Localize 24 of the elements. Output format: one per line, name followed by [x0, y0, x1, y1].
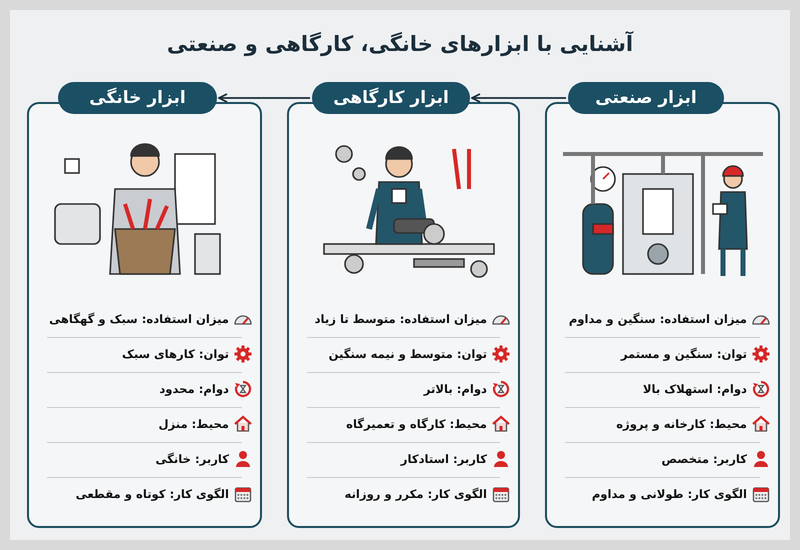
feature-text: کاربر: خانگی	[155, 452, 229, 466]
feature-text: محیط: منزل	[158, 417, 229, 431]
feature-text: توان: متوسط و نیمه سنگین	[328, 347, 487, 361]
feature-text: دوام: استهلاک بالا	[642, 382, 747, 396]
arrow	[218, 93, 310, 103]
feature-text: میزان استفاده: سنگین و مداوم	[568, 312, 747, 326]
feature-text: میزان استفاده: متوسط تا زیاد	[314, 312, 487, 326]
feature-text: الگوی کار: کوتاه و مقطعی	[76, 487, 229, 501]
arrow	[471, 93, 566, 103]
feature-text: دوام: محدود	[159, 382, 229, 396]
feature-text: توان: سنگین و مستمر	[620, 347, 747, 361]
feature-text: دوام: بالاتر	[424, 382, 487, 396]
heading-pill: ابزار کارگاهی	[312, 82, 470, 114]
feature-text: الگوی کار: طولانی و مداوم	[592, 487, 747, 501]
feature-text: میزان استفاده: سبک و گهگاهی	[49, 312, 229, 326]
title: آشنایی با ابزارهای خانگی، کارگاهی و صنعتی	[166, 32, 634, 56]
feature-text: الگوی کار: مکرر و روزانه	[344, 487, 487, 501]
heading-pill: ابزار صنعتی	[568, 82, 724, 114]
feature-text: محیط: کارگاه و تعمیرگاه	[346, 417, 487, 431]
feature-text: کاربر: متخصص	[661, 452, 747, 466]
feature-text: کاربر: استادکار	[400, 452, 487, 466]
feature-text: محیط: کارخانه و پروژه	[616, 417, 747, 431]
heading-pill: ابزار خانگی	[58, 82, 217, 114]
feature-text: توان: کارهای سبک	[122, 347, 229, 361]
